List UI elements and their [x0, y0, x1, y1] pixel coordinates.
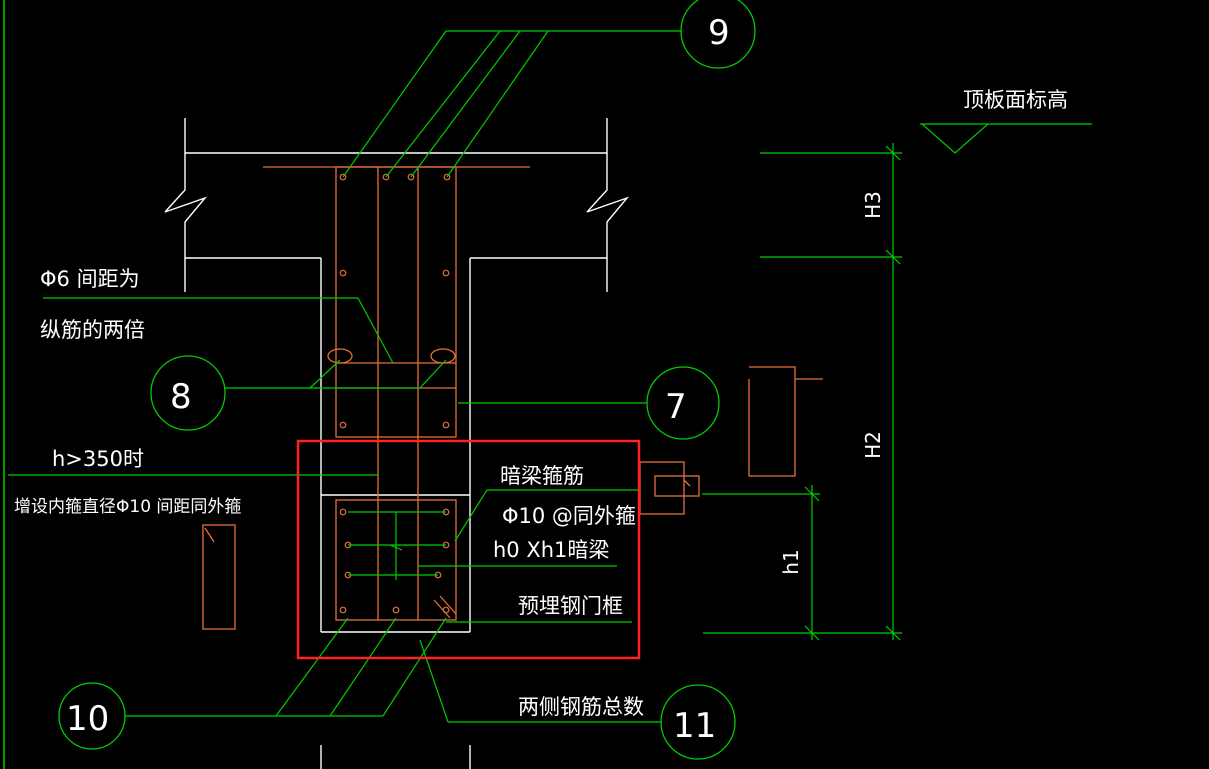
stirrup-note-line-1: Φ6 间距为 — [40, 267, 140, 291]
top-elevation-label: 顶板面标高 — [963, 88, 1068, 112]
dimension-h1: h1 — [779, 549, 803, 574]
callout-8-number: 8 — [170, 377, 192, 417]
hidden-beam-stirrup-label: 暗梁箍筋 — [500, 464, 584, 488]
callout-10-number: 10 — [66, 699, 109, 739]
total-rebar-label: 两侧钢筋总数 — [518, 695, 644, 719]
callout-circles — [58, 0, 756, 760]
embedded-frame-label: 预埋钢门框 — [518, 594, 623, 618]
callout-7-number: 7 — [665, 387, 687, 427]
dimension-h3: H3 — [861, 191, 885, 219]
slab-and-wall-structure — [164, 118, 630, 769]
h-condition-label: h>350时 — [52, 447, 144, 471]
callout-9-number: 9 — [708, 13, 730, 53]
dimension-h2: H2 — [861, 431, 885, 459]
inner-stirrup-note: 增设内箍直径Φ10 间距同外箍 — [14, 497, 241, 517]
leader-lines — [8, 30, 1092, 723]
hidden-beam-spec-label: Φ10 @同外箍 — [502, 504, 636, 528]
hidden-beam-size-label: h0 Xh1暗梁 — [493, 538, 609, 562]
hidden-beam-highlight-box — [296, 439, 641, 660]
callout-11-number: 11 — [673, 706, 716, 746]
stirrup-note-line-2: 纵筋的两倍 — [40, 318, 145, 342]
